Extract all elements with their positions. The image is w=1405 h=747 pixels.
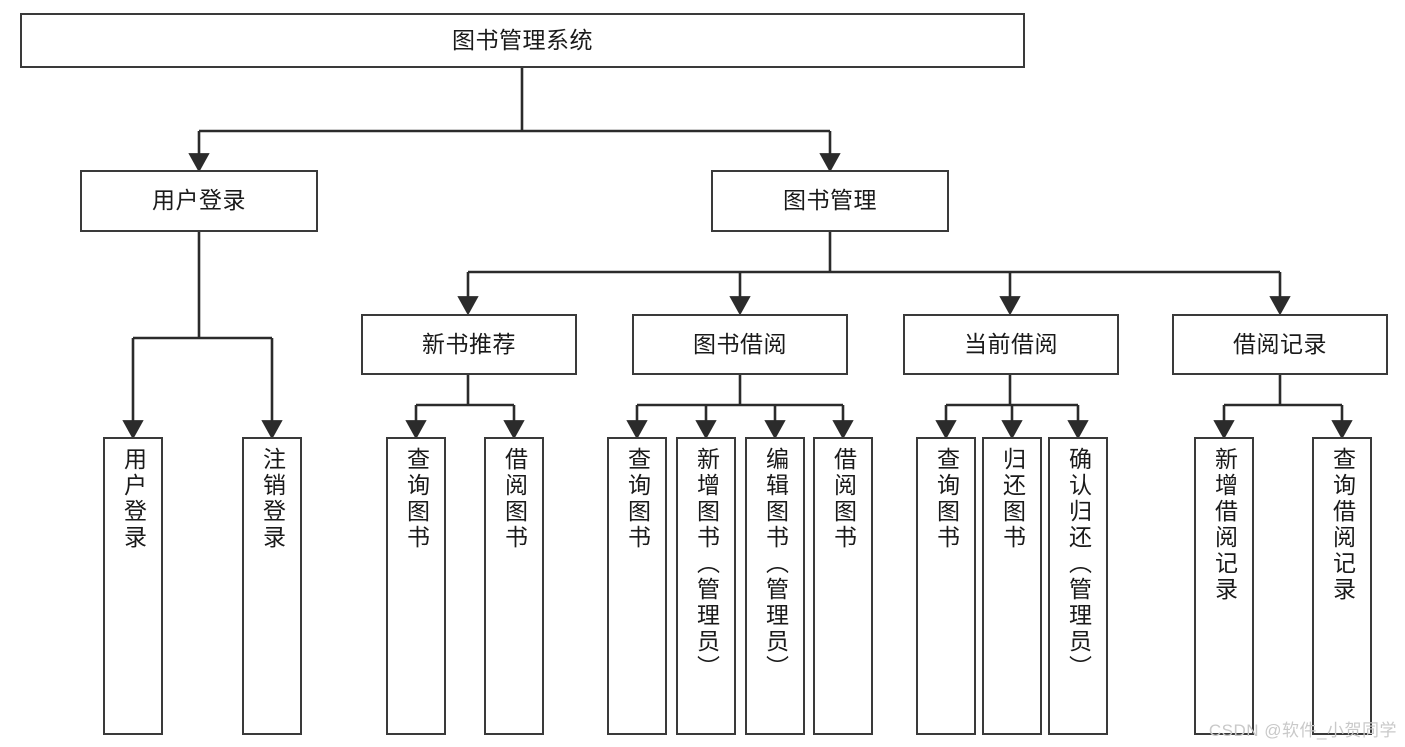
leaf-logout[interactable]: 注销登录 — [242, 437, 302, 735]
node-book-borrow[interactable]: 图书借阅 — [632, 314, 848, 375]
node-label: 用户登录 — [152, 187, 246, 214]
edges-currentborrow-to-leaves — [935, 375, 1089, 440]
leaf-current-query-books[interactable]: 查询图书 — [916, 437, 976, 735]
node-borrow-record[interactable]: 借阅记录 — [1172, 314, 1388, 375]
node-label: 查询图书 — [403, 447, 430, 551]
leaf-current-confirm-return-admin[interactable]: 确认归还（管理员） — [1048, 437, 1108, 735]
node-label: 新增借阅记录 — [1211, 447, 1238, 603]
node-label: 借阅图书 — [501, 447, 528, 551]
leaf-record-query-borrow-record[interactable]: 查询借阅记录 — [1312, 437, 1372, 735]
node-label: 查询图书 — [624, 447, 651, 551]
node-current-borrow[interactable]: 当前借阅 — [903, 314, 1119, 375]
node-label: 注销登录 — [259, 447, 286, 551]
leaf-borrow-edit-book-admin[interactable]: 编辑图书（管理员） — [745, 437, 805, 735]
edges-userlogin-to-leaves — [122, 232, 283, 440]
node-book-management[interactable]: 图书管理 — [711, 170, 949, 232]
node-label: 图书借阅 — [693, 330, 787, 357]
node-label: 用户登录 — [120, 447, 147, 551]
leaf-borrow-query-books[interactable]: 查询图书 — [607, 437, 667, 735]
node-label: 借阅图书 — [830, 447, 857, 551]
node-label: 归还图书 — [999, 447, 1026, 551]
node-new-book-recommend[interactable]: 新书推荐 — [361, 314, 577, 375]
node-label: 图书管理系统 — [452, 26, 593, 53]
edges-newbook-to-leaves — [405, 375, 525, 440]
node-label: 查询图书 — [933, 447, 960, 551]
node-label: 当前借阅 — [964, 330, 1058, 357]
leaf-newbook-query-books[interactable]: 查询图书 — [386, 437, 446, 735]
edges-bookmgmt-to-level3 — [457, 232, 1291, 316]
leaf-user-login[interactable]: 用户登录 — [103, 437, 163, 735]
node-label: 查询借阅记录 — [1329, 447, 1356, 603]
node-root-library-system[interactable]: 图书管理系统 — [20, 13, 1025, 68]
edges-borrowrecord-to-leaves — [1213, 375, 1353, 440]
leaf-newbook-borrow-books[interactable]: 借阅图书 — [484, 437, 544, 735]
edges-root-to-level2 — [188, 68, 841, 173]
edges-bookborrow-to-leaves — [626, 375, 854, 440]
node-label: 新增图书（管理员） — [693, 447, 720, 681]
node-label: 确认归还（管理员） — [1065, 447, 1092, 681]
node-label: 图书管理 — [783, 187, 877, 214]
leaf-borrow-add-book-admin[interactable]: 新增图书（管理员） — [676, 437, 736, 735]
leaf-record-add-borrow-record[interactable]: 新增借阅记录 — [1194, 437, 1254, 735]
node-label: 新书推荐 — [422, 330, 516, 357]
node-user-login[interactable]: 用户登录 — [80, 170, 318, 232]
leaf-current-return-books[interactable]: 归还图书 — [982, 437, 1042, 735]
node-label: 编辑图书（管理员） — [762, 447, 789, 681]
node-label: 借阅记录 — [1233, 330, 1327, 357]
leaf-borrow-borrow-books[interactable]: 借阅图书 — [813, 437, 873, 735]
